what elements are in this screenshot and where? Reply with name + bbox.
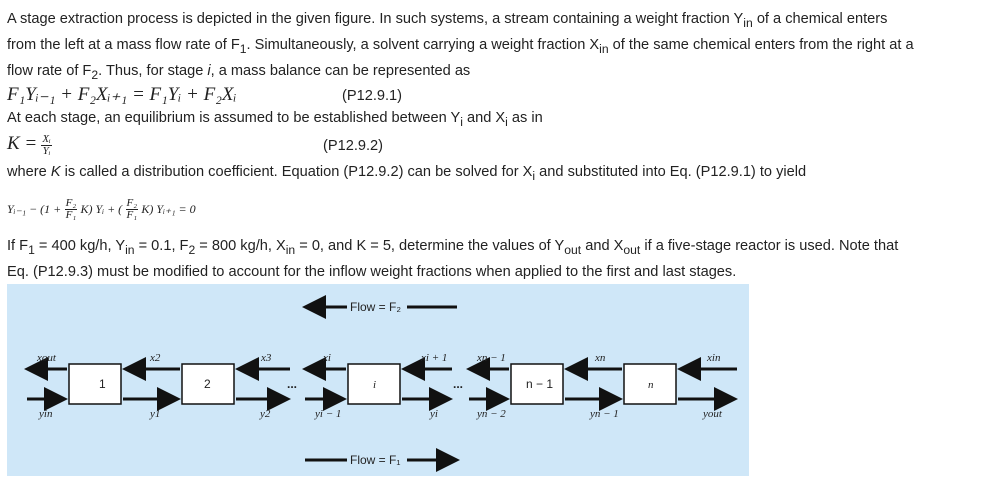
- flow-bottom-label: Flow = F₁: [350, 453, 400, 467]
- equation-label-2: (P12.9.2): [323, 138, 384, 154]
- paragraph-1-line-1: A stage extraction process is depicted i…: [7, 11, 888, 30]
- label-y1: y1: [149, 408, 160, 420]
- flow-top-label: Flow = F₂: [350, 300, 401, 314]
- equation-p12-9-1: F₁Yᵢ₋₁ + F₂Xᵢ₊₁ = F₁Yᵢ + F₂Xᵢ: [7, 84, 237, 105]
- label-y2: y2: [259, 408, 271, 420]
- stage-label-1: 1: [99, 377, 106, 391]
- label-yi: yi: [429, 408, 438, 420]
- label-xi: xi: [322, 352, 331, 364]
- paragraph-1-line-2: from the left at a mass flow rate of F1.…: [7, 37, 914, 56]
- label-x2: x2: [149, 352, 161, 364]
- label-yi-minus-1: yi − 1: [314, 408, 341, 420]
- label-xi-plus-1: xi + 1: [420, 352, 447, 364]
- extraction-diagram: Flow = F₂ Flow = F₁ 1 2 i n − 1 n: [7, 284, 749, 476]
- stage-label-n-minus-1: n − 1: [526, 377, 553, 391]
- stage-label-n: n: [648, 379, 654, 391]
- ellipsis-right: ...: [453, 377, 463, 391]
- stage-box-2: [181, 363, 235, 405]
- paragraph-1-line-3: flow rate of F2. Thus, for stage i, a ma…: [7, 63, 471, 82]
- stage-box-n: [623, 363, 677, 405]
- label-xn: xn: [594, 352, 606, 364]
- label-yn-minus-1: yn − 1: [589, 408, 619, 420]
- label-y-out: yout: [702, 408, 723, 420]
- paragraph-4-line-1: If F1 = 400 kg/h, Yin = 0.1, F2 = 800 kg…: [7, 238, 899, 257]
- label-x-in: xin: [706, 352, 721, 364]
- stage-label-2: 2: [204, 377, 211, 391]
- paragraph-2: At each stage, an equilibrium is assumed…: [7, 110, 543, 129]
- stage-box-1: [68, 363, 122, 405]
- label-yn-minus-2: yn − 2: [476, 408, 506, 420]
- ellipsis-left: ...: [287, 377, 297, 391]
- extraction-diagram-svg: Flow = F₂ Flow = F₁ 1 2 i n − 1 n: [24, 295, 738, 472]
- paragraph-4-line-2: Eq. (P12.9.3) must be modified to accoun…: [7, 264, 737, 280]
- stage-box-i: [347, 363, 401, 405]
- equation-label-1: (P12.9.1): [342, 88, 403, 104]
- label-x3: x3: [260, 352, 272, 364]
- stage-label-i: i: [373, 379, 376, 391]
- label-xn-minus-1: xn − 1: [476, 352, 506, 364]
- label-x-out: xout: [36, 352, 57, 364]
- stage-box-n-minus-1: [510, 363, 564, 405]
- paragraph-3: where K is called a distribution coeffic…: [7, 164, 807, 183]
- label-y-in: yin: [38, 408, 53, 420]
